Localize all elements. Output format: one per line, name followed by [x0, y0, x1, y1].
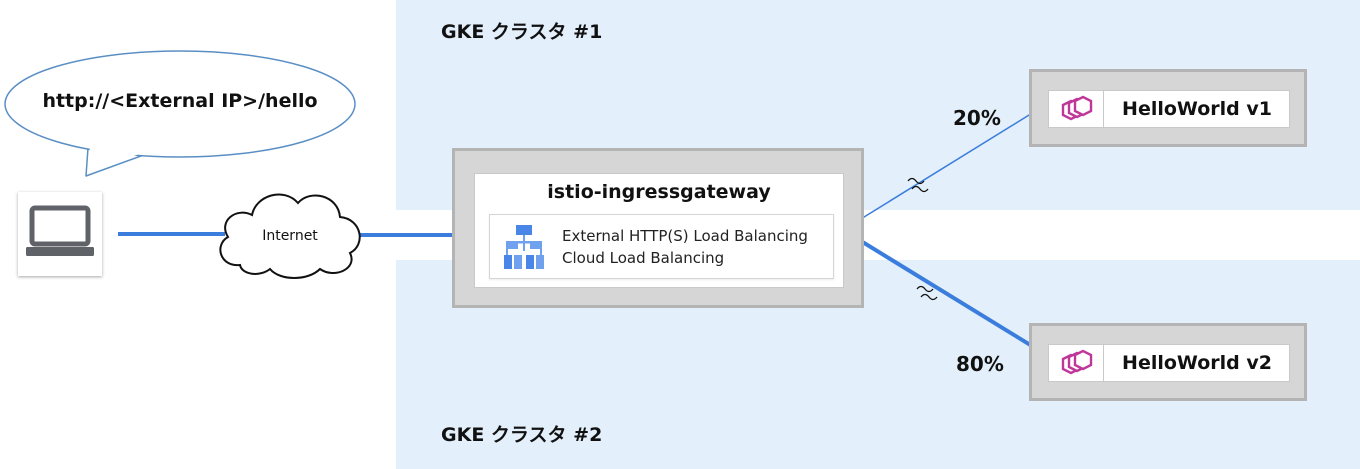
service-mesh-icon — [1061, 349, 1093, 375]
gateway-to-v2-arrow — [841, 228, 1060, 364]
load-balancer-text: External HTTP(S) Load Balancing Cloud Lo… — [562, 225, 808, 269]
helloworld-v1-label: HelloWorld v1 — [1122, 98, 1272, 120]
load-balancer-card: External HTTP(S) Load Balancing Cloud Lo… — [489, 214, 834, 279]
break-mark-v2 — [916, 285, 938, 301]
helloworld-v2-label: HelloWorld v2 — [1122, 352, 1272, 374]
helloworld-v1-box: HelloWorld v1 — [1029, 69, 1307, 147]
cluster-1-label: GKE クラスタ #1 — [441, 21, 603, 43]
cloud-icon — [219, 193, 361, 279]
gateway-title: istio-ingressgateway — [547, 181, 771, 203]
ingress-gateway-box: istio-ingressgateway External HTTP(S) Lo… — [452, 148, 864, 308]
client-laptop — [18, 192, 102, 276]
service-mesh-icon — [1061, 95, 1093, 121]
request-url: http://<External IP>/hello — [42, 90, 318, 112]
ingress-gateway-panel: istio-ingressgateway External HTTP(S) Lo… — [474, 173, 844, 288]
helloworld-v2-panel: HelloWorld v2 — [1048, 344, 1290, 382]
helloworld-v2-divider — [1103, 345, 1104, 381]
laptop-icon — [26, 205, 94, 256]
load-balancer-icon — [504, 225, 544, 269]
traffic-v2-percent: 80% — [956, 352, 1004, 376]
lb-line-external: External HTTP(S) Load Balancing — [562, 227, 808, 245]
speech-bubble — [4, 50, 356, 177]
cluster-2-label: GKE クラスタ #2 — [441, 424, 603, 446]
helloworld-v2-box: HelloWorld v2 — [1029, 323, 1307, 401]
internet-label: Internet — [262, 228, 318, 244]
gateway-to-v1-arrow — [842, 106, 1043, 231]
traffic-v1-percent: 20% — [953, 106, 1001, 130]
break-mark-v1 — [907, 177, 929, 193]
helloworld-v1-divider — [1103, 91, 1104, 127]
helloworld-v1-panel: HelloWorld v1 — [1048, 90, 1290, 128]
lb-line-cloud: Cloud Load Balancing — [562, 249, 725, 267]
